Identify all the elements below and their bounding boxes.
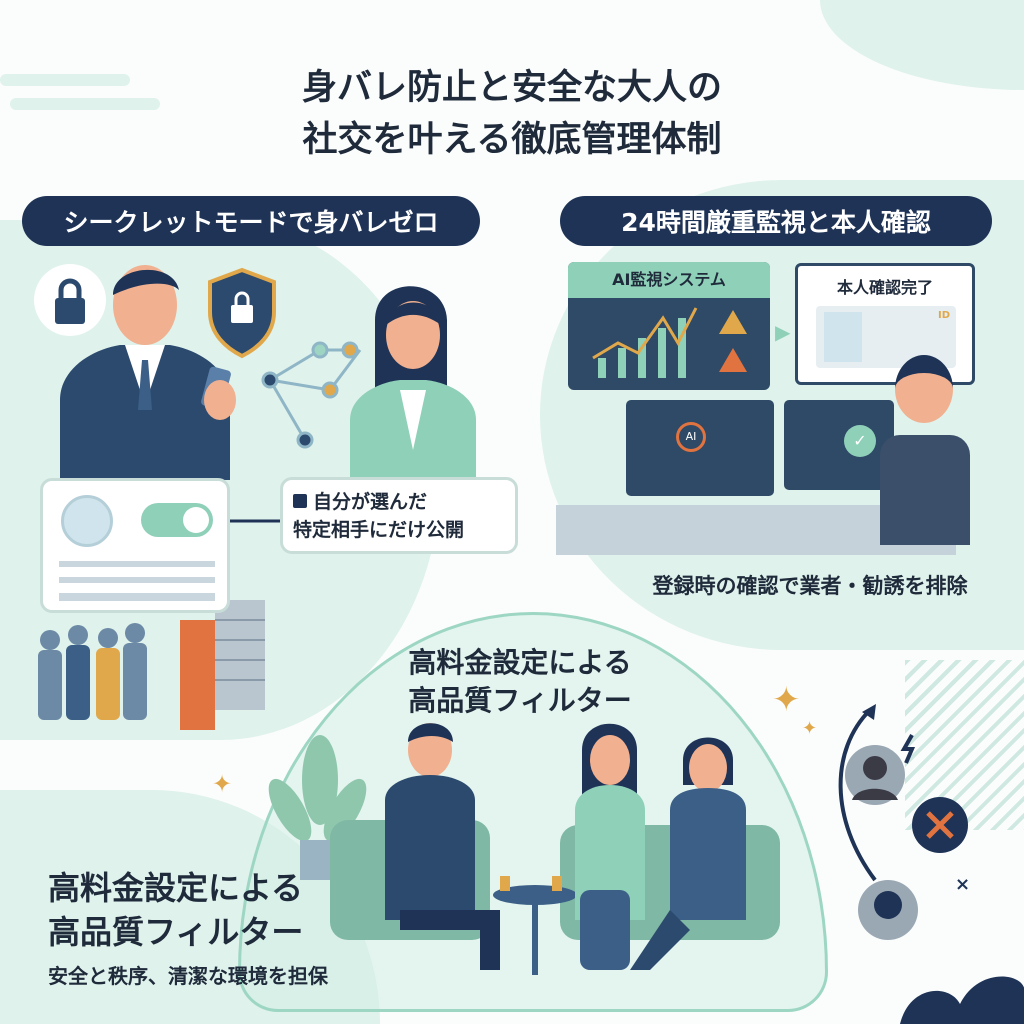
section-header-monitoring: 24時間厳重監視と本人確認 [560, 196, 992, 246]
section-header-text: シークレットモードで身バレゼロ [63, 208, 439, 237]
woman-talking-2 [630, 737, 746, 970]
deflect-arrow-icon [838, 708, 877, 882]
id-badge: ID [937, 310, 950, 321]
visibility-toggle[interactable] [141, 503, 213, 537]
desk-monitors: AI [626, 400, 774, 496]
secret-mode-illustration [34, 264, 476, 730]
filter-subtitle: 安全と秩序、清潔な環境を担保 [48, 964, 328, 988]
table-icon [493, 876, 577, 975]
id-panel-label: 本人確認完了 [836, 278, 933, 297]
man-with-phone [60, 265, 236, 480]
woman-illustration [350, 286, 476, 480]
dome-title: 高料金設定による 高品質フィルター [380, 644, 660, 720]
filter-heading-line-2: 高品質フィルター [48, 913, 304, 951]
ai-monitoring-panel: AI監視システム [568, 262, 770, 390]
lock-bubble-icon [34, 264, 106, 336]
section-header-text: 24時間厳重監視と本人確認 [621, 208, 931, 237]
dark-cloud [900, 976, 1024, 1024]
sparkle-icon: ✦ [772, 680, 801, 720]
callout-line-1: 自分が選んだ [313, 491, 428, 513]
ai-chart-icon [592, 307, 747, 378]
title-line-2: 社交を叶える徹底管理体制 [302, 120, 722, 160]
bg-blob-right [540, 180, 1024, 650]
network-graph-icon [261, 341, 362, 449]
blocked-users-illustration: × [838, 704, 1024, 1024]
decor-lines-top-left [0, 74, 130, 86]
check-icon: ✓ [844, 425, 876, 457]
right-caption: 登録時の確認で業者・勧誘を排除 [652, 574, 968, 598]
callout-line-2: 特定相手にだけ公開 [293, 519, 465, 541]
rejected-message-icon [912, 797, 968, 853]
shield-icon [208, 267, 276, 359]
lightning-icon [900, 734, 916, 764]
sparkle-icon: ✦ [802, 718, 818, 739]
ai-badge: AI [676, 422, 706, 452]
crowd-icon [38, 623, 147, 720]
ai-panel-label: AI監視システム [568, 262, 770, 298]
title-line-1: 身バレ防止と安全な大人の [301, 68, 722, 108]
filter-heading-line-1: 高料金設定による [48, 869, 304, 907]
lock-icon [293, 494, 307, 508]
dome-title-line-2: 高品質フィルター [408, 684, 632, 717]
section-header-secret-mode: シークレットモードで身バレゼロ [22, 196, 480, 246]
sparkle-icon: ✦ [212, 770, 233, 798]
visibility-callout: 自分が選んだ 特定相手にだけ公開 [280, 477, 518, 554]
close-mark-icon: × [955, 874, 970, 895]
page-title: 身バレ防止と安全な大人の 社交を叶える徹底管理体制 [0, 62, 1024, 166]
decor-lines-top-left-2 [10, 98, 160, 110]
brick-wall-icon [180, 600, 265, 730]
arrow-right-icon: ▶ [775, 320, 791, 344]
man-talking [385, 723, 500, 970]
profile-privacy-bubble [40, 478, 230, 613]
text-placeholder-lines [59, 561, 215, 601]
dome-title-line-1: 高料金設定による [408, 646, 632, 679]
filter-heading: 高料金設定による 高品質フィルター [48, 866, 303, 954]
woman-talking-1 [575, 723, 645, 970]
avatar [61, 495, 113, 547]
lounge-conversation-illustration [268, 723, 780, 975]
operator-woman [880, 355, 970, 545]
verification-monitor: ✓ [784, 400, 894, 490]
id-verified-panel: 本人確認完了 ID [795, 263, 975, 385]
